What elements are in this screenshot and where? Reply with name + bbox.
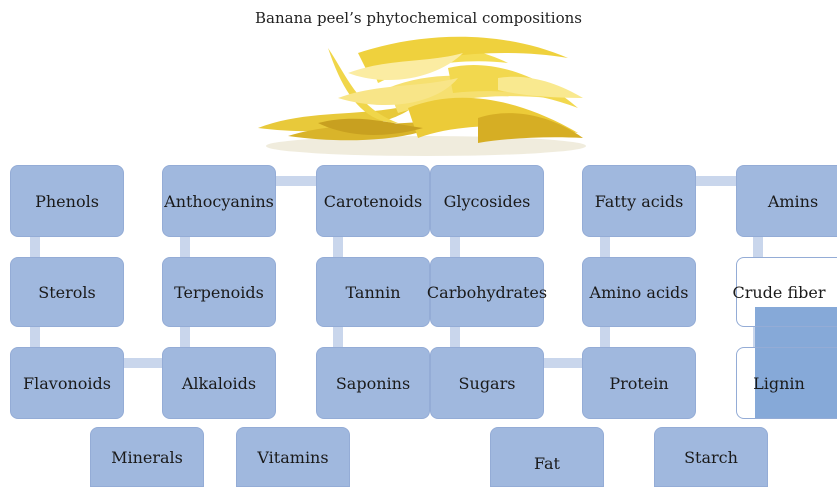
box-protein: Protein xyxy=(582,347,696,419)
box-lignin-label: Lignin xyxy=(753,374,805,393)
connector xyxy=(450,237,460,257)
connector xyxy=(450,327,460,347)
box-lignin: Lignin xyxy=(736,347,837,419)
connector xyxy=(180,237,190,257)
box-sterols: Sterols xyxy=(10,257,124,327)
connector xyxy=(333,237,343,257)
box-carotenoids: Carotenoids xyxy=(316,165,430,237)
box-amino-acids: Amino acids xyxy=(582,257,696,327)
box-crude-fiber-label: Crude fiber xyxy=(732,283,825,302)
connector xyxy=(30,237,40,257)
box-fat: Fat xyxy=(490,427,604,487)
box-fatty-acids: Fatty acids xyxy=(582,165,696,237)
box-amins: Amins xyxy=(736,165,837,237)
box-starch: Starch xyxy=(654,427,768,487)
diagram-title: Banana peel’s phytochemical compositions xyxy=(0,9,837,27)
box-flavonoids: Flavonoids xyxy=(10,347,124,419)
box-sugars: Sugars xyxy=(430,347,544,419)
box-minerals: Minerals xyxy=(90,427,204,487)
box-glycosides: Glycosides xyxy=(430,165,544,237)
box-carbohydrates: Carbohydrates xyxy=(430,257,544,327)
box-vitamins: Vitamins xyxy=(236,427,350,487)
connector xyxy=(124,358,164,368)
box-saponins: Saponins xyxy=(316,347,430,419)
connector xyxy=(543,358,583,368)
banana-peel-image xyxy=(248,28,593,168)
connector xyxy=(696,176,736,186)
connector xyxy=(333,327,343,347)
box-anthocyanins: Anthocyanins xyxy=(162,165,276,237)
connector xyxy=(276,176,316,186)
connector xyxy=(600,327,610,347)
box-tannin: Tannin xyxy=(316,257,430,327)
box-phenols: Phenols xyxy=(10,165,124,237)
box-terpenoids: Terpenoids xyxy=(162,257,276,327)
connector xyxy=(753,237,763,257)
connector xyxy=(30,327,40,347)
box-alkaloids: Alkaloids xyxy=(162,347,276,419)
connector xyxy=(600,237,610,257)
connector xyxy=(180,327,190,347)
box-crude-fiber: Crude fiber xyxy=(736,257,837,327)
